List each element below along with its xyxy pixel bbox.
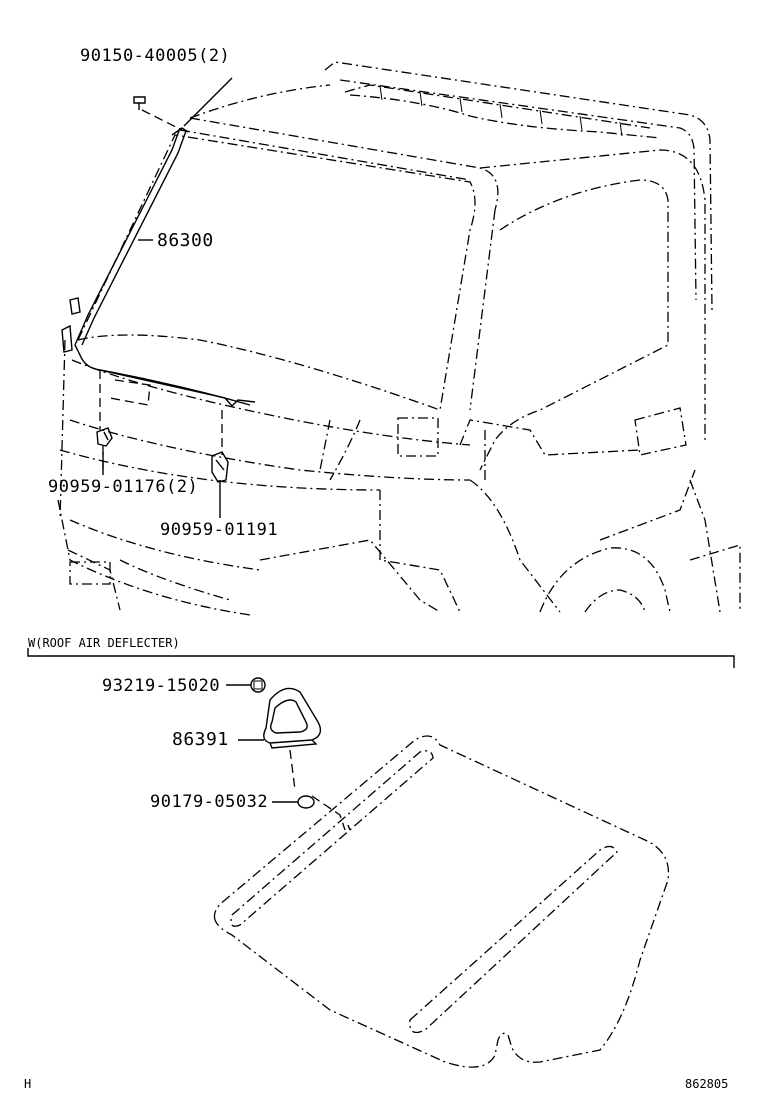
label-90959-01176: 90959-01176(2)	[48, 477, 199, 497]
bolt-90150	[133, 96, 183, 131]
washer-rod-86300	[61, 127, 256, 408]
section-header: W(ROOF AIR DEFLECTER)	[28, 636, 180, 650]
nut-93219	[226, 677, 266, 693]
roof-air-deflector	[213, 735, 670, 1068]
label-90959-01191: 90959-01191	[160, 520, 279, 540]
label-93219-15020: 93219-15020	[102, 676, 221, 696]
diagram-number: 862805	[685, 1077, 729, 1091]
label-86391: 86391	[172, 729, 229, 750]
corner-code: H	[24, 1077, 32, 1091]
screw-90179	[272, 795, 351, 831]
clip-90959-01176	[96, 427, 113, 472]
label-86300: 86300	[157, 230, 214, 251]
bracket-86391	[238, 687, 322, 791]
clip-90959-01191	[211, 451, 229, 483]
truck-cab-outline	[57, 61, 741, 616]
label-90150-40005: 90150-40005(2)	[80, 46, 231, 66]
label-90179-05032: 90179-05032	[150, 792, 269, 812]
